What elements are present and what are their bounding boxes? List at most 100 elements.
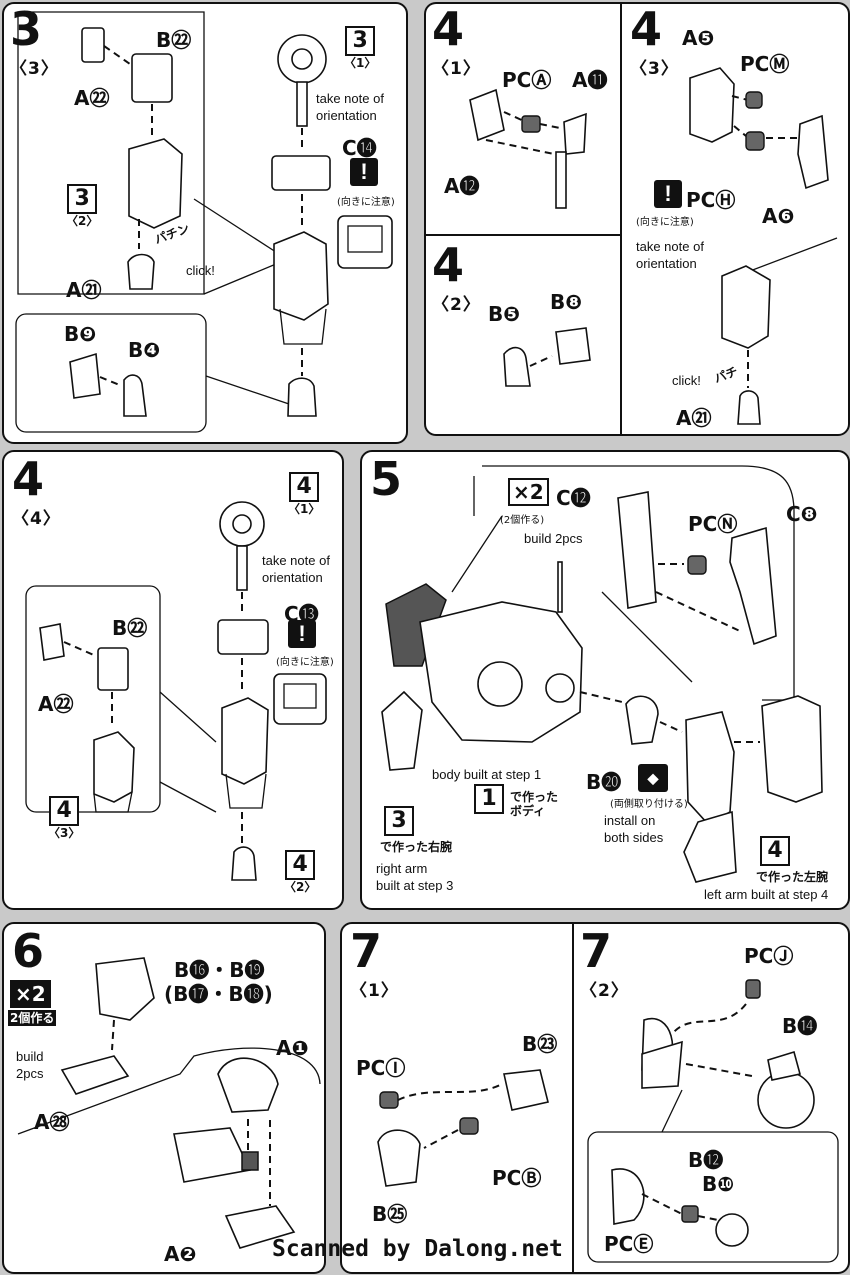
- part-label-pcn: PCⓃ: [688, 512, 738, 536]
- step-ref-left-arm: 4: [760, 836, 790, 866]
- part-label-b4: B❹: [128, 338, 161, 362]
- build-note: build 2pcs: [524, 531, 583, 546]
- orientation-note: take note of orientation: [636, 239, 704, 271]
- step-ref-right-arm: 3: [384, 806, 414, 836]
- part-label-a21: A㉑: [66, 278, 102, 302]
- both-sides-jp: (両側取り付ける): [610, 799, 688, 810]
- step-number: 4: [432, 2, 465, 56]
- right-arm-jp: で作った右腕: [380, 840, 453, 854]
- click-note: click!: [186, 263, 215, 278]
- part-label-a5: A❺: [682, 26, 715, 50]
- step-number: 6: [12, 924, 45, 978]
- left-arm-note: left arm built at step 4: [704, 887, 829, 902]
- panel-step4-1: 4 〈1〉 PCⒶ A⓫ A⓬: [424, 2, 622, 236]
- part-label-b20: B⓴: [586, 770, 622, 794]
- part-label-a2: A❷: [164, 1242, 197, 1266]
- part-label-b16-b19: B⓰・B⓳: [174, 958, 265, 982]
- step-number: 4: [12, 452, 45, 506]
- left-arm-jp: で作った左腕: [756, 870, 829, 884]
- substep-number: 〈3〉: [630, 59, 679, 79]
- panel-step4-2: 4 〈2〉 B❺ B❽: [424, 234, 622, 436]
- step-number: 4: [630, 2, 663, 56]
- body-jp: で作った ボディ: [510, 790, 559, 818]
- part-label-pcb: PCⒷ: [492, 1166, 542, 1190]
- part-label-b14: B⓮: [782, 1014, 818, 1038]
- substep-number: 〈2〉: [432, 295, 481, 315]
- build-note: build 2pcs: [16, 1049, 44, 1081]
- part-label-b23: B㉓: [522, 1032, 558, 1056]
- caution-icon: !: [288, 620, 316, 648]
- step-ref-4-1: 4〈1〉: [288, 472, 321, 516]
- part-label-b10: B❿: [702, 1172, 735, 1196]
- part-label-pce: PCⒺ: [604, 1232, 654, 1256]
- part-label-a21: A㉑: [676, 406, 712, 430]
- part-label-pca: PCⒶ: [502, 68, 552, 92]
- panel-step4-3: 4 〈3〉 A❺ PCⓂ ! PCⒽ (向きに注意) A❻ take note …: [620, 2, 850, 436]
- step-ref-3-2: 3〈2〉: [66, 184, 99, 228]
- caution-jp: (向きに注意): [636, 217, 694, 228]
- step7-illustration: [377, 979, 839, 1263]
- part-label-a22: A㉒: [38, 692, 74, 716]
- part-label-pci: PCⒾ: [356, 1056, 406, 1080]
- part-label-c12: C⓬: [556, 486, 591, 510]
- install-note: install on both sides: [604, 813, 664, 845]
- caution-icon: !: [654, 180, 682, 208]
- part-label-b5: B❺: [488, 302, 521, 326]
- multiplier-badge: ×2: [10, 980, 51, 1008]
- step-ref-4-3: 4〈3〉: [48, 796, 81, 840]
- substep-number: 〈4〉: [12, 509, 61, 529]
- caution-jp: (向きに注意): [337, 197, 395, 208]
- caution-icon: !: [350, 158, 378, 186]
- part-label-c8: C❽: [786, 502, 818, 526]
- multiplier-badge: ×2: [508, 478, 549, 506]
- part-label-b22: B㉒: [112, 616, 148, 640]
- both-sides-icon: ◆: [638, 764, 668, 792]
- step5-illustration: [381, 465, 823, 883]
- click-note: click!: [672, 373, 701, 388]
- substep-divider: [572, 924, 574, 1272]
- part-label-c14: C⓮: [342, 136, 377, 160]
- step-number: 5: [370, 452, 403, 506]
- substep-number: 〈3〉: [10, 59, 59, 79]
- part-label-a6: A❻: [762, 204, 795, 228]
- make2-jp: 2個作る: [8, 1010, 57, 1026]
- body-note: body built at step 1: [432, 767, 542, 782]
- part-label-a12: A⓬: [444, 174, 480, 198]
- step-number: 4: [432, 238, 465, 292]
- substep-number-7-2: 〈2〉: [580, 981, 629, 1001]
- part-label-pcj: PCⒿ: [744, 944, 794, 968]
- part-label-b12: B⓬: [688, 1148, 724, 1172]
- make2-jp: (2個作る): [500, 515, 545, 526]
- step3-3-illustration: [15, 11, 393, 433]
- part-label-a1: A❶: [276, 1036, 309, 1060]
- step4-3-illustration: [689, 67, 838, 425]
- part-label-b8: B❽: [550, 290, 583, 314]
- panel-step5: 5 ×2 (2個作る) build 2pcs C⓬ PCⓃ C❽ body bu…: [360, 450, 850, 910]
- caution-jp: (向きに注意): [276, 657, 334, 668]
- step4-4-illustration: [25, 501, 327, 881]
- part-label-pch: PCⒽ: [686, 188, 736, 212]
- panel-step4-4: 4 〈4〉 4〈1〉 take note of orientation C⓭ !…: [2, 450, 344, 910]
- part-label-b17-b18: (B⓱・B⓲): [164, 982, 273, 1006]
- step6-illustration: [17, 957, 321, 1249]
- scanner-credit: Scanned by Dalong.net: [272, 1236, 563, 1262]
- right-arm-note: right arm built at step 3: [376, 861, 454, 893]
- panel-step7: 7 〈1〉 B㉓ PCⒾ PCⒷ B㉕ 7 〈2〉 PCⒿ B⓮ B⓬ B❿ P…: [340, 922, 850, 1274]
- panel-step3-3: 3 〈3〉 B㉒ A㉒ 3〈2〉 パチン click! A㉑ B❾ B❹ 3〈1…: [2, 2, 408, 444]
- step4-1-illustration: [469, 88, 587, 209]
- part-label-a11: A⓫: [572, 68, 608, 92]
- part-label-b25: B㉕: [372, 1202, 408, 1226]
- substep-number: 〈1〉: [432, 59, 481, 79]
- step-number-7-1: 7: [350, 924, 383, 978]
- step-ref-3-1: 3〈1〉: [344, 26, 377, 70]
- orientation-note: take note of orientation: [316, 91, 384, 123]
- step4-2-illustration: [503, 327, 591, 387]
- part-label-a22: A㉒: [74, 86, 110, 110]
- part-label-b9: B❾: [64, 322, 97, 346]
- substep-number-7-1: 〈1〉: [350, 981, 399, 1001]
- step-number: 3: [10, 2, 43, 56]
- step-number-7-2: 7: [580, 924, 613, 978]
- part-label-b22: B㉒: [156, 28, 192, 52]
- panel-step6: 6 ×2 2個作る build 2pcs B⓰・B⓳ (B⓱・B⓲) A㉘ A❶…: [2, 922, 326, 1274]
- step-ref-body: 1: [474, 784, 504, 814]
